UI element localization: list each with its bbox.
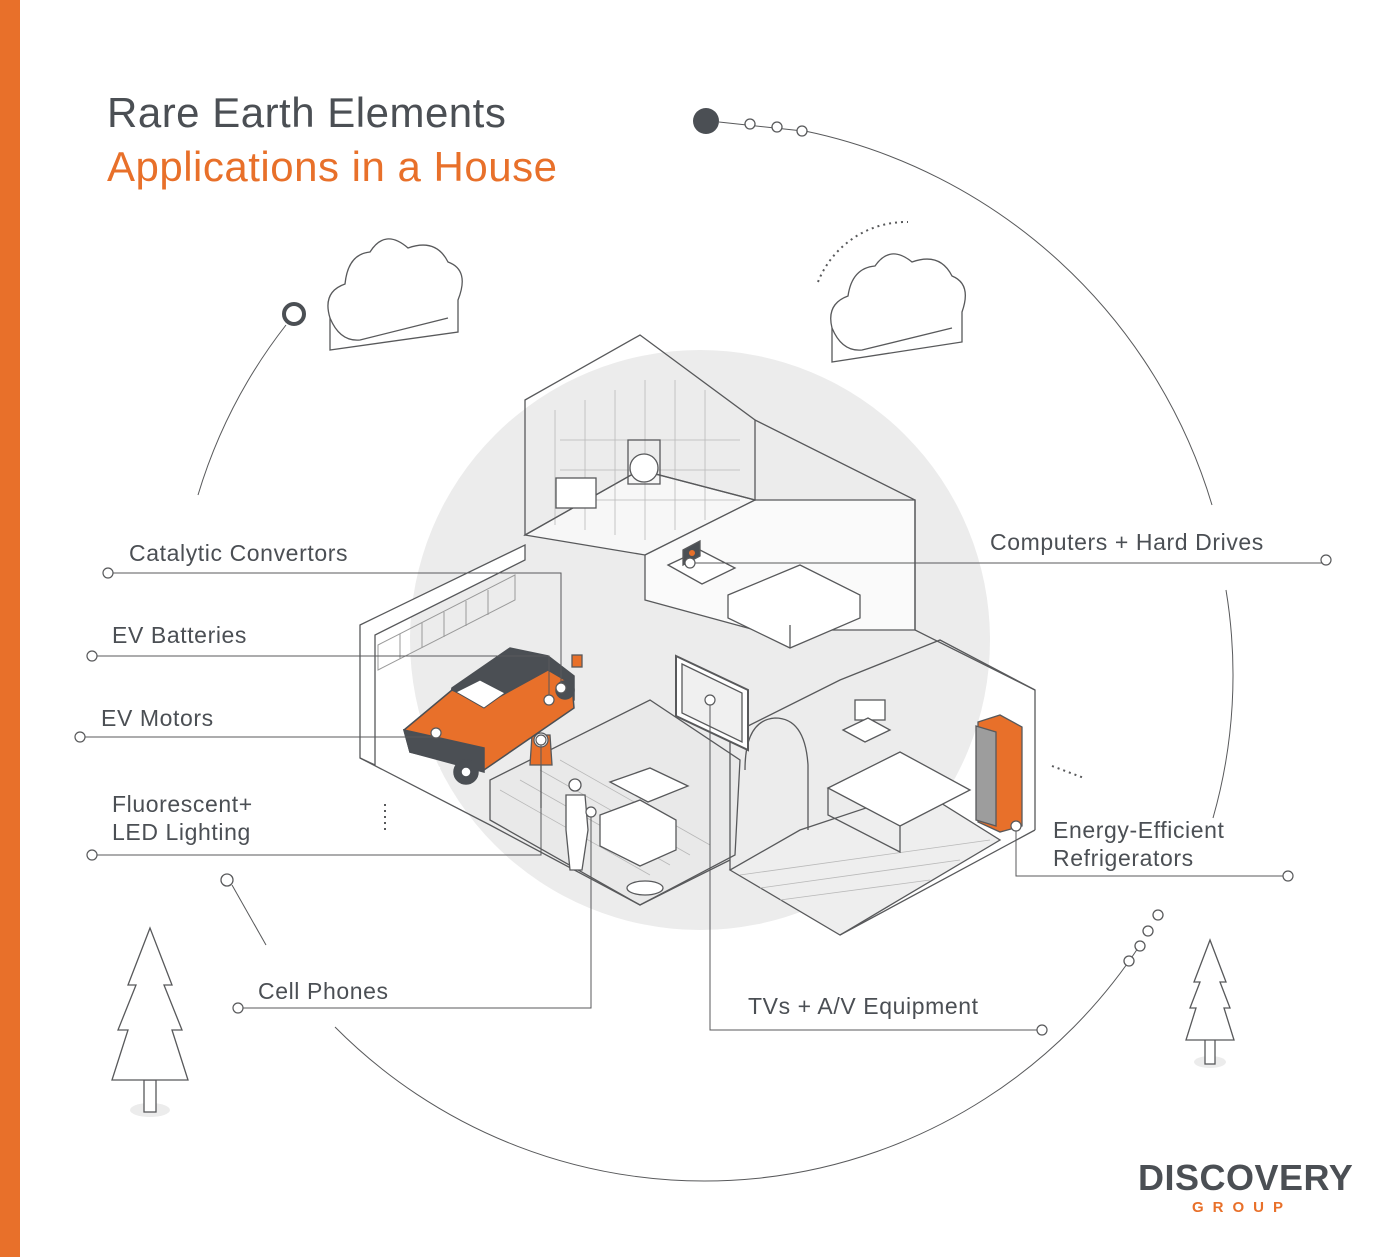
cloud-icon — [327, 238, 463, 351]
cloud-icon — [830, 253, 966, 363]
leader-lines — [80, 562, 1326, 1031]
label-refrigerators: Energy-Efficient Refrigerators — [1053, 817, 1225, 872]
car-icon — [402, 647, 575, 785]
label-computers: Computers + Hard Drives — [990, 529, 1264, 555]
leader-anchors — [74, 554, 1332, 1036]
label-ev-batteries: EV Batteries — [112, 622, 248, 648]
accent-bar — [0, 0, 20, 1257]
orbit-ring — [197, 130, 1234, 1182]
label-catalytic-convertors: Catalytic Convertors — [129, 540, 349, 566]
tree-icon — [1185, 938, 1235, 1068]
label-lighting: Fluorescent+ LED Lighting — [112, 791, 253, 846]
title-secondary: Applications in a House — [107, 143, 558, 190]
dotted-accents — [384, 220, 1085, 832]
tree-icon — [111, 926, 189, 1117]
title-primary: Rare Earth Elements — [107, 89, 507, 136]
label-ev-motors: EV Motors — [101, 705, 214, 731]
label-tvs-av: TVs + A/V Equipment — [748, 993, 979, 1019]
logo-subtitle: GROUP — [1192, 1199, 1293, 1216]
label-cell-phones: Cell Phones — [258, 978, 389, 1004]
logo-wordmark: DISCOVERY — [1138, 1157, 1354, 1198]
orbit-dots — [220, 108, 1164, 967]
